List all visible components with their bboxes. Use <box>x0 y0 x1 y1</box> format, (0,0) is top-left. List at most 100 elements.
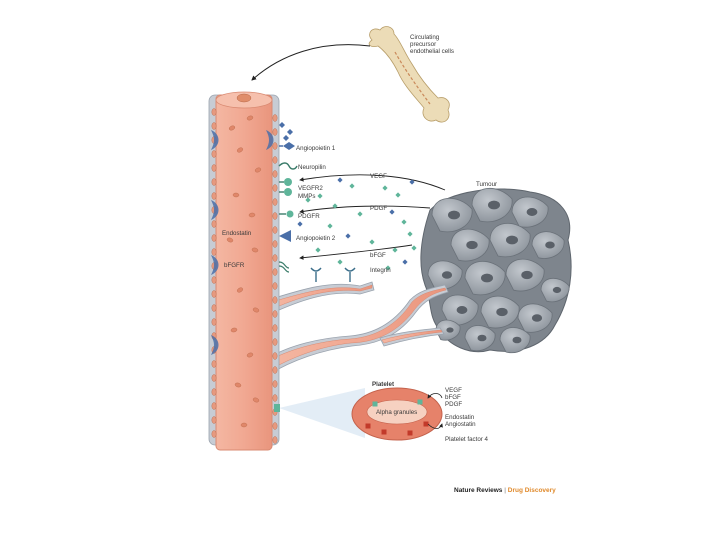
tumour-nucleus <box>466 240 478 250</box>
pericytes <box>211 130 274 355</box>
blood-cell <box>248 212 256 218</box>
endothelial-cell <box>272 128 278 136</box>
endothelial-cell <box>211 304 217 312</box>
credit-separator: | <box>504 487 506 494</box>
angiopoietin1-receptor-icon <box>283 142 295 150</box>
growth-factor-particle <box>382 185 388 191</box>
platelet-granule <box>407 430 413 436</box>
blood-cell <box>254 167 262 173</box>
label-pf-angiostatin: Angiostatin <box>445 421 476 428</box>
endothelial-cell <box>272 198 278 206</box>
endothelial-cell <box>211 192 217 200</box>
endothelial-cell <box>211 416 217 424</box>
growth-factor-particle <box>315 247 321 253</box>
growth-factor-particle <box>385 265 391 271</box>
growth-factor-particle <box>327 223 333 229</box>
endothelial-cell <box>211 290 217 298</box>
precursor-cell-in-vessel <box>236 93 252 103</box>
growth-factors <box>279 122 417 271</box>
platelet-granule <box>365 423 371 429</box>
tumour-mass <box>420 187 572 354</box>
growth-factor-particle <box>349 183 355 189</box>
blood-cell <box>228 125 236 131</box>
receptors <box>278 142 356 282</box>
growth-factor-particle <box>332 203 338 209</box>
tumour-nucleus <box>488 200 500 210</box>
label-pdgfr: PDGFR <box>298 213 320 220</box>
label-pf-pdgf: PDGF <box>445 401 462 408</box>
label-circulating-2: precursor <box>410 41 436 48</box>
label-alpha-granules: Alpha granules <box>376 409 417 416</box>
endothelial-cell <box>211 150 217 158</box>
tumour-nucleus <box>496 307 508 317</box>
platelet-granule <box>381 429 387 435</box>
label-circulating-1: Circulating <box>410 34 440 41</box>
tumour-nucleus <box>448 210 460 220</box>
tumour-nucleus <box>441 271 453 279</box>
growth-factor-particle <box>409 179 415 185</box>
tumour-nucleus <box>521 270 533 280</box>
blood-cell <box>226 237 234 243</box>
platelet-granule <box>423 421 429 427</box>
growth-factor-particle <box>369 239 375 245</box>
figure-credit: Nature Reviews | Drug Discovery <box>454 487 556 494</box>
label-angiopoietin2: Angiopoietin 2 <box>296 235 336 242</box>
label-vegfr2: VEGFR2 <box>298 185 323 192</box>
tumour-nucleus <box>552 286 562 294</box>
pericyte <box>211 130 219 150</box>
label-pf-vegf: VEGF <box>445 387 462 394</box>
endothelial-cell <box>211 122 217 130</box>
growth-factor-particle <box>357 211 363 217</box>
platelet-release-arrow <box>427 393 443 399</box>
platelet-release-arrow-2 <box>427 423 443 429</box>
growth-factor-particle <box>317 193 323 199</box>
vessel-platelet-marker <box>274 404 280 412</box>
circulation-arrow <box>251 44 371 81</box>
endothelial-cell <box>272 226 278 234</box>
credit-section: Drug Discovery <box>507 487 556 494</box>
tumour-nucleus <box>477 334 487 342</box>
blood-cell <box>237 147 243 153</box>
endothelial-cell <box>272 212 278 220</box>
growth-factor-particle <box>297 221 303 227</box>
blood-cell <box>252 397 260 403</box>
endothelial-cell <box>272 422 278 430</box>
platelet-granule <box>372 401 378 407</box>
label-bfgfr: bFGFR <box>224 262 245 269</box>
growth-factor-particle <box>411 245 417 251</box>
tumour-nucleus <box>456 306 468 314</box>
label-pf-endostatin: Endostatin <box>445 414 475 421</box>
endothelial-cell <box>211 374 217 382</box>
endothelial-cell <box>272 366 278 374</box>
growth-factor-particle <box>305 197 311 203</box>
pericyte <box>211 255 219 275</box>
labels: Circulating precursor endothelial cells … <box>222 34 497 443</box>
credit-journal: Nature Reviews <box>454 487 503 494</box>
label-pf-bfgf: bFGF <box>445 394 461 401</box>
label-pf-platelet-factor4: Platelet factor 4 <box>445 436 489 443</box>
endothelial-cell <box>272 114 278 122</box>
tumour-nucleus <box>512 336 522 344</box>
blood-cell <box>246 352 254 358</box>
endothelial-cell <box>211 108 217 116</box>
endothelial-cell <box>272 170 278 178</box>
endothelial-cell <box>272 324 278 332</box>
endothelial-cell <box>211 276 217 284</box>
signal-arrows <box>299 174 446 260</box>
endothelial-cell <box>272 156 278 164</box>
label-bfgf: bFGF <box>370 252 386 259</box>
growth-factor-particle <box>401 219 407 225</box>
tumour-nucleus <box>545 241 555 249</box>
growth-factor-particle <box>402 259 408 265</box>
endothelial-cell <box>272 380 278 388</box>
alpha-granule <box>366 399 428 425</box>
endothelial-cell <box>272 184 278 192</box>
label-angiopoietin1: Angiopoietin 1 <box>296 145 336 152</box>
endothelial-cell <box>211 402 217 410</box>
tumour-nucleus <box>526 208 538 216</box>
endothelial-cell <box>211 388 217 396</box>
endothelial-cell <box>211 234 217 242</box>
growth-factor-particle <box>337 177 343 183</box>
